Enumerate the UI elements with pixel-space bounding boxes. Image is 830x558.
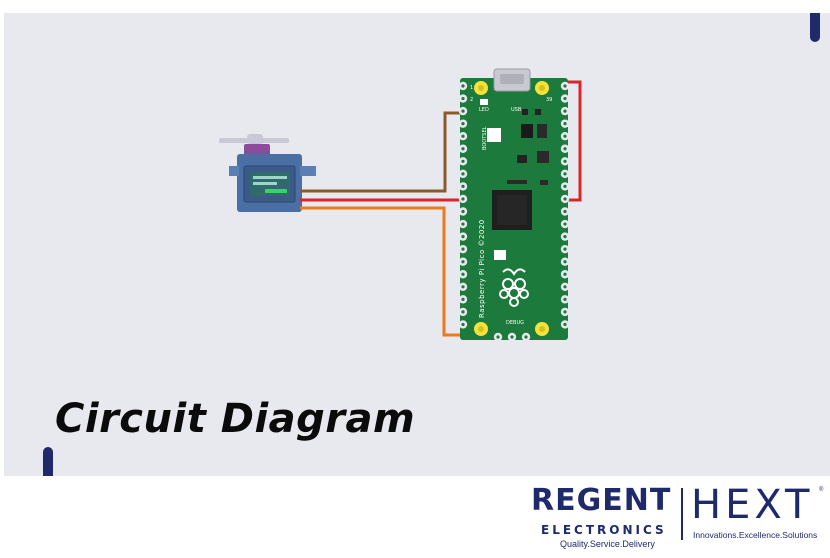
header-pin-left-hole (461, 96, 465, 101)
header-pin-left-hole (461, 247, 465, 251)
header-pin-left-hole (461, 209, 465, 214)
header-pin-right-hole (563, 209, 567, 214)
flash-chip (521, 124, 533, 138)
brand-divider (681, 488, 683, 540)
diagram-panel (4, 13, 830, 476)
signal-wire (305, 111, 460, 193)
header-pin-left-hole (461, 272, 465, 276)
header-pin-left-hole (461, 222, 465, 226)
header-pin-right-hole (563, 109, 567, 113)
header-pin-left-hole (461, 310, 465, 314)
header-pin-left-hole (461, 147, 465, 151)
header-pin-left-hole (461, 235, 465, 239)
header-pin-right-hole (563, 197, 567, 201)
header-pin-right-hole (563, 285, 567, 289)
board-model-label: Raspberry Pi Pico ©2020 (478, 219, 486, 318)
debug-pins (493, 332, 531, 342)
debug-pin-hole (496, 335, 500, 339)
header-pin-left-hole (461, 285, 465, 289)
header-pin-left-hole (461, 122, 465, 126)
pin-label-1: 1 (470, 85, 473, 91)
pin-label-2: 2 (470, 97, 473, 103)
debug-pin-hole (510, 335, 514, 339)
diagram-title: Circuit Diagram (55, 396, 416, 442)
usb-label: USB (511, 107, 522, 113)
debug-switch (494, 250, 506, 260)
header-pin-right-hole (563, 134, 567, 138)
debug-label: DEBUG (506, 320, 524, 326)
header-pin-right-hole (563, 222, 567, 226)
header-pin-left-hole (461, 84, 465, 88)
header-pin-right-hole (563, 147, 567, 151)
led-label: LED (479, 107, 489, 113)
header-pin-left-hole (461, 197, 465, 201)
bootsel-button (487, 128, 501, 142)
regent-logo-text: REGENT (531, 483, 672, 518)
header-pin-right-hole (563, 260, 567, 264)
header-pin-left-hole (461, 322, 465, 327)
header-pin-right-hole (563, 184, 567, 188)
raspberry-logo-icon (499, 268, 529, 307)
regent-subtitle: ELECTRONICS (541, 523, 667, 537)
header-pin-left-hole (461, 109, 465, 113)
header-pin-right-hole (563, 84, 567, 88)
header-pin-left-hole (461, 134, 465, 138)
pin-row-right (560, 81, 570, 329)
hext-tagline: Innovations.Excellence.Solutions (693, 530, 818, 540)
header-pin-right-hole (563, 247, 567, 251)
header-pin-right-hole (563, 159, 567, 163)
pin-label-39: 39 (546, 97, 552, 103)
header-pin-right-hole (563, 322, 567, 327)
hext-logo-text: HEXT (691, 482, 814, 528)
header-pin-right-hole (563, 310, 567, 314)
header-pin-right-hole (563, 235, 567, 239)
header-pin-left-hole (461, 184, 465, 188)
header-pin-left-hole (461, 172, 465, 176)
header-pin-right-hole (563, 96, 567, 101)
bootsel-label: BOOTSEL (482, 126, 488, 150)
pin-row-left (458, 81, 468, 329)
led (480, 99, 488, 105)
ground-wire (305, 206, 460, 337)
header-pin-left-hole (461, 260, 465, 264)
registered-mark: ® (819, 487, 824, 493)
regent-tagline: Quality.Service.Delivery (560, 539, 655, 549)
header-pin-right-hole (563, 272, 567, 276)
header-pin-left-hole (461, 159, 465, 163)
header-pin-right-hole (563, 172, 567, 176)
servo-motor (219, 134, 316, 212)
debug-pin-hole (524, 335, 528, 339)
accent-tab-top (810, 13, 820, 42)
header-pin-left-hole (461, 297, 465, 301)
accent-tab-bottom (43, 447, 53, 476)
header-pin-right-hole (563, 122, 567, 126)
header-pin-right-hole (563, 297, 567, 301)
pico-board: USB LED 1 2 39 DEBUG BOOTSEL Raspberry P… (458, 68, 570, 342)
